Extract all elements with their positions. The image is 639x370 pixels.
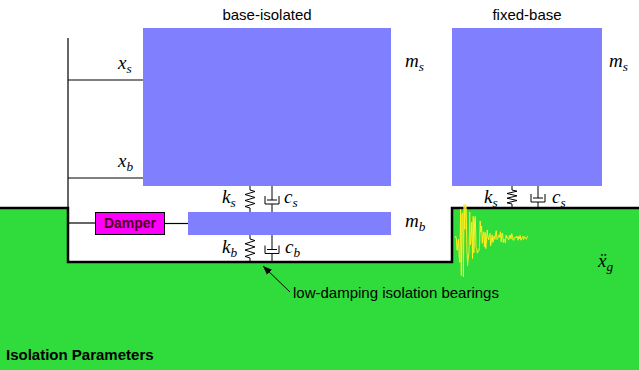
- symbol-label: cb: [285, 236, 300, 261]
- dashpot-symbol: [265, 235, 279, 262]
- symbol-label: ẍg: [598, 250, 613, 275]
- heading: base-isolated: [143, 6, 391, 23]
- note-label: Isolation Parameters: [6, 346, 154, 363]
- damper-label: Damper: [96, 213, 164, 234]
- superstructure-mass: base-isolatedms: [143, 28, 391, 186]
- spring-symbol: [245, 235, 255, 262]
- symbol-label: ks: [222, 186, 236, 211]
- mass-symbol: ms: [609, 50, 628, 75]
- mass-symbol: ms: [405, 50, 424, 75]
- symbol-label: cs: [284, 186, 298, 211]
- damper-box: Damper: [95, 212, 165, 235]
- spring-symbol: [245, 186, 255, 212]
- note-label: low-damping isolation bearings: [293, 284, 499, 301]
- heading: fixed-base: [452, 6, 602, 23]
- mass-symbol: mb: [405, 210, 425, 235]
- dashpot-symbol: [531, 186, 545, 208]
- damper-wall-link: [68, 222, 95, 223]
- symbol-label: ks: [484, 186, 498, 211]
- spring-symbol: [507, 186, 517, 208]
- symbol-label: cs: [552, 186, 566, 211]
- base-mass: mb: [188, 212, 391, 235]
- ground: [0, 208, 639, 370]
- symbol-label: xs: [118, 52, 132, 77]
- reference-line: [67, 38, 68, 208]
- symbol-label: xb: [118, 150, 133, 175]
- dashpot-symbol: [265, 186, 279, 212]
- symbol-label: kb: [222, 236, 237, 261]
- ground-acceleration-trace: [455, 204, 528, 277]
- ground-surface: [0, 208, 639, 262]
- fixed-base-mass: fixed-basems: [452, 28, 602, 186]
- connector-rod: [165, 223, 188, 224]
- leader-line: [263, 266, 290, 292]
